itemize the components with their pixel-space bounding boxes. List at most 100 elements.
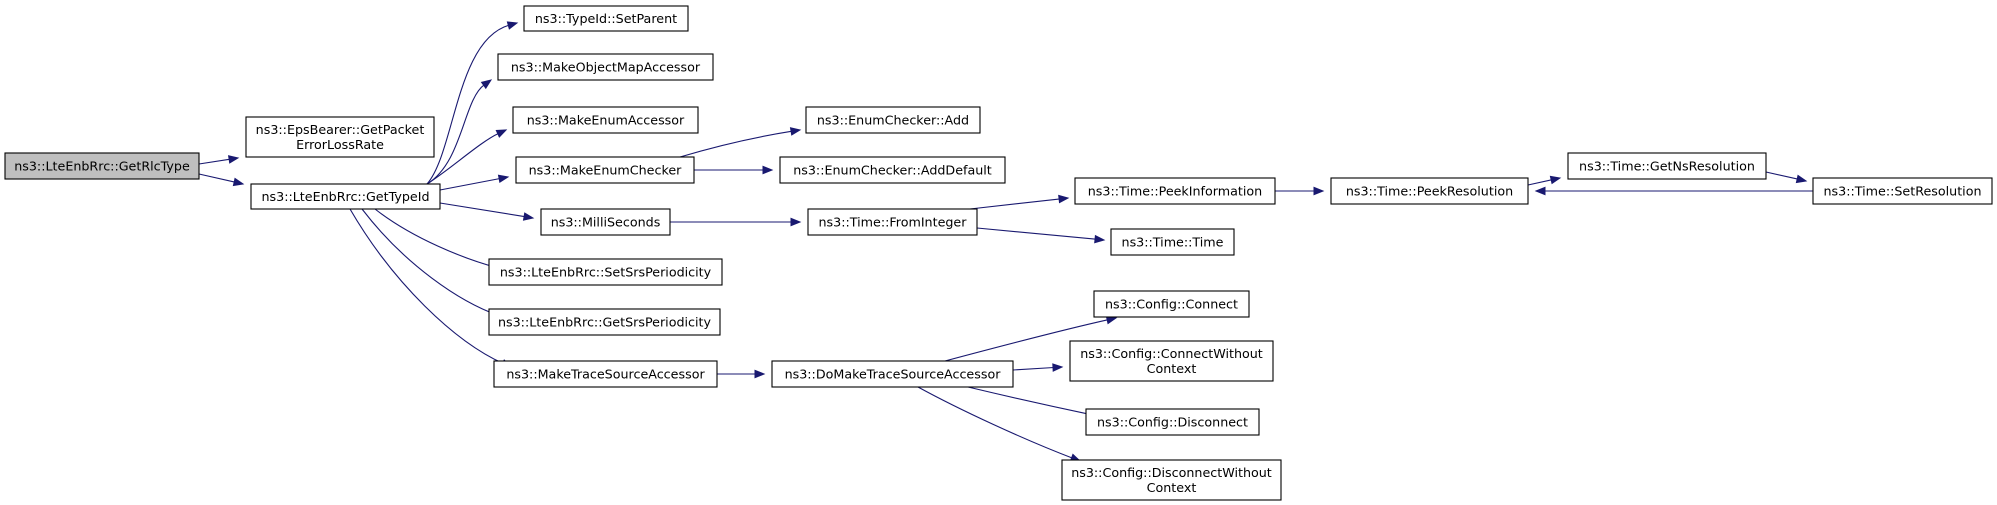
node-label: ns3::MakeObjectMapAccessor — [511, 60, 701, 75]
edge-setresolution-to-peekresolution — [1534, 186, 1813, 196]
node-frominteger[interactable]: ns3::Time::FromInteger — [807, 208, 978, 236]
node-label: ns3::DoMakeTraceSourceAccessor — [785, 367, 1002, 382]
node-enumadddefault[interactable]: ns3::EnumChecker::AddDefault — [779, 156, 1006, 184]
arrowhead-icon — [789, 127, 802, 136]
edge-peekinformation-to-peekresolution — [1275, 186, 1325, 196]
node-getnsresolution[interactable]: ns3::Time::GetNsResolution — [1567, 152, 1767, 180]
edge-gettypeid-to-setsrs — [374, 208, 508, 272]
edge-line — [349, 208, 504, 365]
edge-line — [969, 198, 1061, 210]
node-gettypeid[interactable]: ns3::LteEnbRrc::GetTypeId — [250, 183, 441, 210]
arrowhead-icon — [1058, 194, 1070, 204]
node-box — [1069, 340, 1274, 382]
node-box — [805, 106, 981, 134]
node-disconnect[interactable]: ns3::Config::Disconnect — [1085, 408, 1260, 436]
edge-domaketrace-to-connectwithout — [1012, 363, 1064, 372]
edge-gettypeid-to-makeenumchecker — [439, 174, 510, 191]
node-label: Context — [1147, 361, 1197, 376]
edge-gettypeid-to-makeenumaccessor — [426, 129, 508, 185]
node-domaketrace[interactable]: ns3::DoMakeTraceSourceAccessor — [771, 360, 1014, 388]
edge-gettypeid-to-milliseconds — [439, 202, 535, 221]
arrowhead-icon — [1094, 234, 1106, 244]
edge-domaketrace-to-disconnect — [967, 386, 1100, 419]
node-peekresolution[interactable]: ns3::Time::PeekResolution — [1330, 177, 1529, 205]
arrowhead-icon — [1052, 363, 1064, 372]
node-label: ns3::LteEnbRrc::GetTypeId — [261, 189, 429, 204]
node-setparent[interactable]: ns3::TypeId::SetParent — [523, 5, 689, 32]
edge-line — [967, 386, 1091, 415]
node-box — [1110, 228, 1235, 256]
node-makeenumaccessor[interactable]: ns3::MakeEnumAccessor — [512, 106, 699, 134]
edge-makeenumchecker-to-enumadddefault — [694, 165, 774, 175]
edge-getrlctype-to-epsbearer — [198, 155, 240, 165]
node-peekinformation[interactable]: ns3::Time::PeekInformation — [1074, 177, 1276, 205]
node-label: ns3::MilliSeconds — [551, 215, 661, 230]
node-enumadd[interactable]: ns3::EnumChecker::Add — [805, 106, 981, 134]
node-label: Context — [1147, 480, 1197, 495]
node-connect[interactable]: ns3::Config::Connect — [1093, 290, 1250, 318]
node-label: ErrorLossRate — [296, 137, 384, 152]
edge-getrlctype-to-gettypeid — [198, 173, 245, 187]
node-box — [250, 183, 441, 210]
edge-line — [426, 132, 499, 185]
edges-layer — [198, 21, 1813, 462]
node-label: ns3::Time::Time — [1122, 235, 1224, 250]
nodes-layer: ns3::LteEnbRrc::GetRlcType ns3::EpsBearer… — [4, 5, 1993, 501]
edge-line — [944, 319, 1109, 362]
edge-line — [426, 24, 510, 185]
edge-makeenumchecker-to-enumadd — [679, 127, 802, 158]
arrowhead-icon — [754, 369, 766, 379]
node-box — [540, 208, 671, 236]
node-box — [1093, 290, 1250, 318]
node-label: ns3::Time::FromInteger — [819, 215, 968, 230]
edge-gettypeid-to-makeobjectmap — [426, 79, 493, 185]
node-label: ns3::MakeEnumAccessor — [527, 113, 685, 128]
node-label: ns3::TypeId::SetParent — [535, 11, 677, 26]
node-box — [1061, 459, 1282, 501]
edge-line — [426, 84, 485, 185]
node-label: ns3::LteEnbRrc::GetRlcType — [14, 159, 190, 174]
node-maketrace[interactable]: ns3::MakeTraceSourceAccessor — [493, 360, 718, 388]
edge-line — [1765, 171, 1799, 180]
arrowhead-icon — [1549, 175, 1562, 185]
node-getsrs[interactable]: ns3::LteEnbRrc::GetSrsPeriodicity — [488, 308, 721, 336]
edge-line — [439, 202, 526, 218]
node-box — [1330, 177, 1529, 205]
node-box — [523, 5, 689, 32]
edge-frominteger-to-peekinformation — [969, 194, 1070, 210]
node-label: ns3::Time::PeekInformation — [1088, 184, 1262, 199]
node-label: ns3::LteEnbRrc::GetSrsPeriodicity — [498, 315, 712, 330]
edge-milliseconds-to-frominteger — [670, 217, 802, 227]
node-timetime[interactable]: ns3::Time::Time — [1110, 228, 1235, 256]
edge-line — [198, 173, 236, 183]
edge-line — [1012, 366, 1055, 371]
arrowhead-icon — [790, 217, 802, 227]
node-milliseconds[interactable]: ns3::MilliSeconds — [540, 208, 671, 236]
node-makeobjectmap[interactable]: ns3::MakeObjectMapAccessor — [497, 53, 714, 81]
edge-line — [198, 158, 231, 165]
node-box — [512, 106, 699, 134]
node-box — [488, 258, 723, 286]
node-label: ns3::EnumChecker::AddDefault — [793, 163, 992, 178]
edge-line — [361, 208, 499, 316]
node-getrlctype[interactable]: ns3::LteEnbRrc::GetRlcType — [4, 152, 200, 180]
node-setsrs[interactable]: ns3::LteEnbRrc::SetSrsPeriodicity — [488, 258, 723, 286]
node-makeenumchecker[interactable]: ns3::MakeEnumChecker — [515, 156, 695, 184]
arrowhead-icon — [762, 165, 774, 175]
arrowhead-icon — [497, 174, 510, 184]
node-label: ns3::Time::GetNsResolution — [1579, 159, 1755, 174]
node-label: ns3::Time::PeekResolution — [1346, 184, 1513, 199]
node-box — [1074, 177, 1276, 205]
node-box — [771, 360, 1014, 388]
node-setresolution[interactable]: ns3::Time::SetResolution — [1812, 177, 1993, 205]
arrowhead-icon — [1313, 186, 1325, 196]
node-box — [779, 156, 1006, 184]
node-box — [4, 152, 200, 180]
edge-gettypeid-to-setparent — [426, 21, 519, 185]
arrowhead-icon — [506, 21, 519, 30]
node-label: ns3::LteEnbRrc::SetSrsPeriodicity — [500, 265, 712, 280]
